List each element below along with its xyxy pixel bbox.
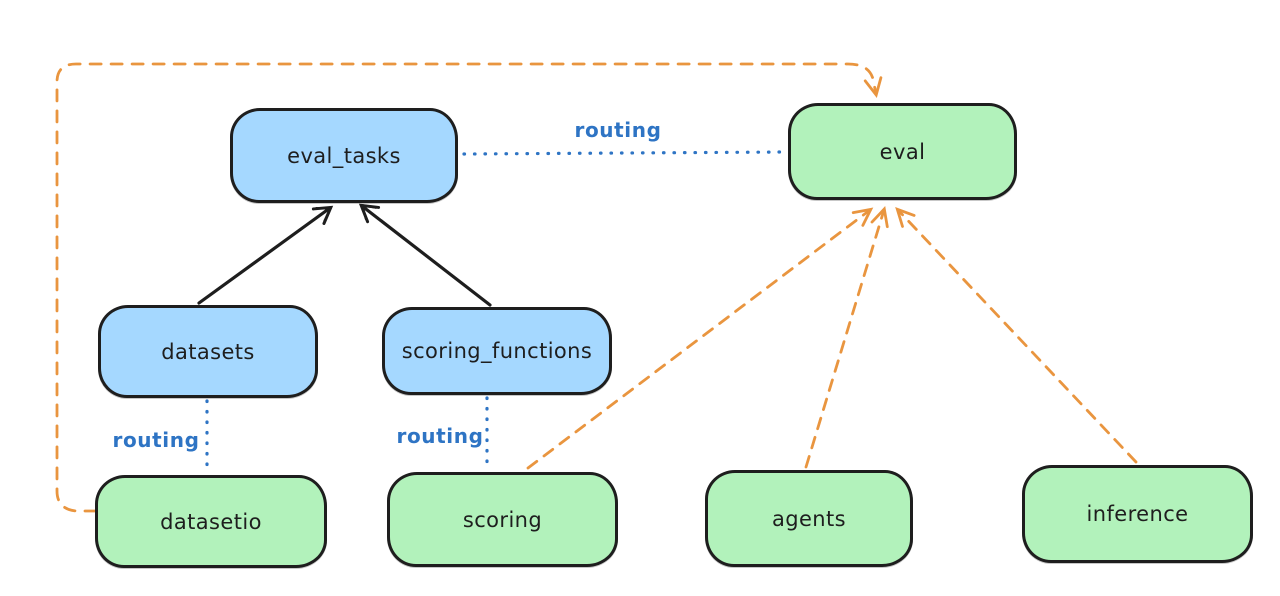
node-agents: agents (705, 470, 913, 567)
node-eval-tasks: eval_tasks (230, 108, 458, 203)
edge-datasetio-eval (55, 62, 883, 513)
node-datasets: datasets (98, 305, 318, 398)
node-scoring-functions: scoring_functions (382, 307, 612, 395)
node-eval: eval (788, 103, 1017, 200)
edge-label-routing-mid: routing (396, 424, 484, 448)
edge-scoring-eval (526, 207, 874, 470)
edge-agents-eval (804, 206, 889, 469)
edge-label-routing-left: routing (112, 428, 200, 452)
edge-datasets-eval-tasks (197, 205, 334, 305)
node-label: scoring (462, 507, 543, 532)
edge-label-routing-top: routing (574, 118, 662, 142)
node-label: agents (771, 506, 846, 531)
node-label: datasets (161, 339, 255, 364)
node-datasetio: datasetio (95, 475, 327, 568)
node-scoring: scoring (387, 472, 618, 567)
node-label: scoring_functions (401, 339, 593, 363)
node-label: datasetio (160, 509, 262, 534)
node-label: eval (879, 139, 926, 164)
node-inference: inference (1022, 465, 1253, 563)
node-label: eval_tasks (287, 143, 401, 168)
edge-inference-eval (895, 206, 1138, 464)
node-label: inference (1086, 502, 1189, 526)
edge-scoring-functions-eval-tasks (358, 203, 492, 307)
edge-eval-tasks-eval-routing (462, 150, 787, 156)
